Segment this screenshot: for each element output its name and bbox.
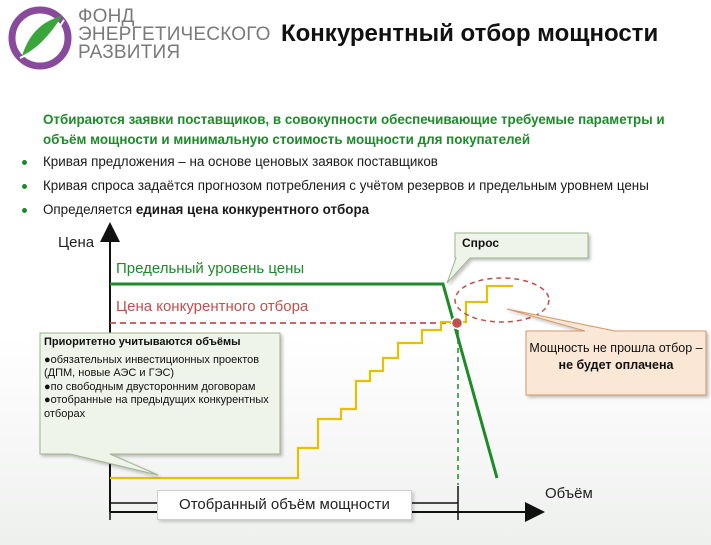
bullet-item: Кривая спроса задаётся прогнозом потребл… [22, 174, 707, 198]
y-axis-label: Цена [58, 234, 95, 251]
priority-item: ●обязательных инвестиционных проектов (Д… [44, 353, 260, 380]
priority-callout [39, 332, 281, 476]
priority-callout-text: Приоритетно учитываются объёмы ●обязател… [44, 336, 276, 421]
equilibrium-point [450, 316, 464, 330]
bullet-text: Кривая спроса задаётся прогнозом потребл… [43, 178, 649, 193]
fund-logo-text: ФОНД ЭНЕРГЕТИЧЕСКОГО РАЗВИТИЯ [78, 6, 273, 63]
rejected-supply-ellipse [454, 277, 550, 323]
demand-callout [446, 232, 589, 284]
demand-callout-text: Спрос [462, 236, 500, 250]
bullet-item: Определяется единая цена конкурентного о… [22, 198, 707, 222]
logo-line-3: РАЗВИТИЯ [78, 42, 181, 63]
demand-curve [110, 282, 499, 479]
unpaid-callout-line1: Мощность не прошла отбор – [529, 341, 703, 355]
bullet-list: Кривая предложения – на основе ценовых з… [22, 150, 707, 222]
slide-header: ФОНД ЭНЕРГЕТИЧЕСКОГО РАЗВИТИЯ Конкурентн… [0, 0, 711, 78]
slide-background [0, 78, 711, 545]
unpaid-callout-line2: не будет оплачена [558, 358, 674, 372]
bullet-dot-icon [22, 208, 27, 213]
fund-logo-icon [8, 6, 72, 70]
x-axis-label: Объём [545, 485, 593, 502]
unpaid-callout [506, 308, 707, 396]
bullet-item: Кривая предложения – на основе ценовых з… [22, 150, 707, 174]
supply-curve [110, 284, 513, 480]
bullet-dot-icon [22, 184, 27, 189]
logo-line-1: ФОНД [78, 6, 135, 27]
price-limit-label: Предельный уровень цены [116, 260, 305, 277]
bullet-text: Кривая предложения – на основе ценовых з… [43, 154, 438, 169]
priority-item: ●по свободным двусторонним договорам [44, 380, 256, 393]
unpaid-callout-text: Мощность не прошла отбор – не будет опла… [527, 340, 705, 374]
bullet-dot-icon [22, 160, 27, 165]
priority-callout-title: Приоритетно учитываются объёмы [44, 336, 241, 348]
bullet-bold-text: единая цена конкурентного отбора [135, 202, 370, 217]
bullet-text: Определяется [43, 202, 136, 217]
slide-title: Конкурентный отбор мощности [281, 20, 659, 47]
priority-item: ●отобранные на предыдущих конкурентных о… [44, 394, 269, 420]
auction-price-label: Цена конкурентного отбора [116, 298, 309, 315]
selected-volume-label: Отобранный объём мощности [157, 490, 412, 520]
logo-line-2: ЭНЕРГЕТИЧЕСКОГО [78, 24, 271, 45]
intro-text: Отбираются заявки поставщиков, в совокуп… [43, 112, 665, 147]
